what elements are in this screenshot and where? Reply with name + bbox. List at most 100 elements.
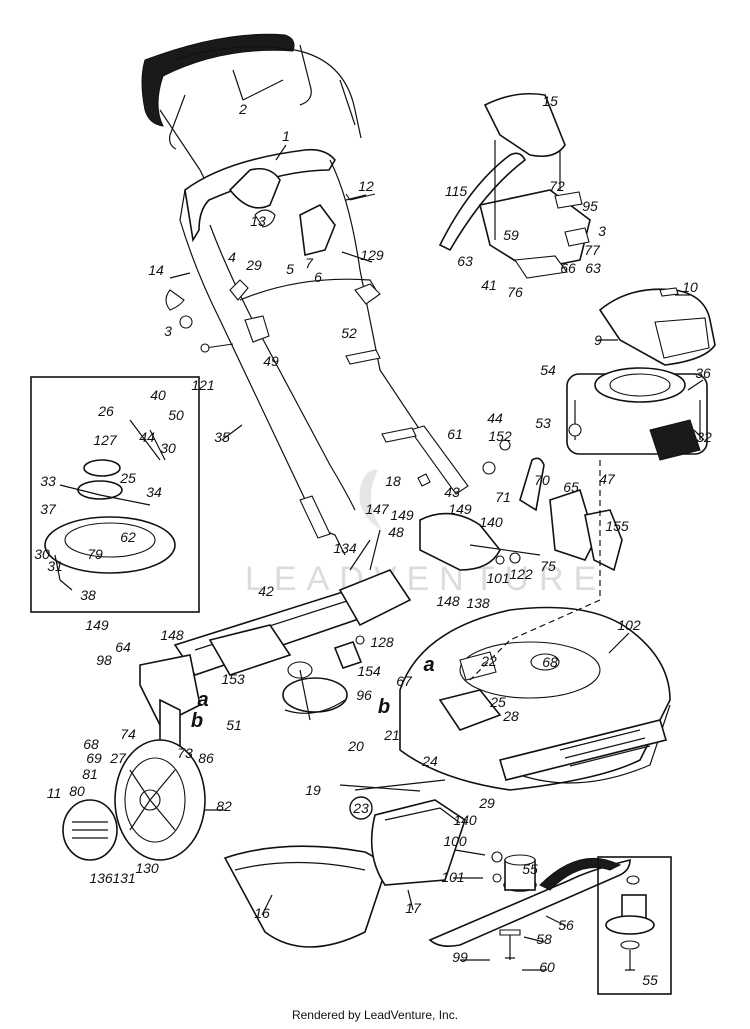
callout-label: 7 [305,255,314,271]
callout-label: 25 [119,470,136,486]
callout-label: 30 [160,440,176,456]
callout-label: 24 [421,753,438,769]
callout-label: 44 [487,410,503,426]
callout-label: 115 [445,183,468,199]
callout-label: 140 [479,514,503,530]
footer-credit: Rendered by LeadVenture, Inc. [291,1008,459,1022]
rear-wheel [62,739,206,861]
callout-label: 20 [347,738,364,754]
callout-label: 31 [47,558,63,574]
callout-label: 79 [87,546,103,562]
callout-label: 74 [120,726,136,742]
callout-label: 14 [148,262,164,278]
callout-label: 155 [605,518,629,534]
callout-label: 130 [135,860,159,876]
callout-label: 6 [314,269,322,285]
callout-label: 29 [478,795,495,811]
callout-label: 72 [549,178,565,194]
callout-label: 35 [214,429,230,445]
callout-label: 127 [93,432,118,448]
callout-label: 140 [453,812,477,828]
callout-label: 1 [282,128,290,144]
callout-label: 136 [89,870,113,886]
callout-label: 62 [120,529,136,545]
callout-label: 40 [150,387,166,403]
callout-label: 50 [168,407,184,423]
callout-label: 149 [85,617,109,633]
letter-label: a [423,654,434,676]
callout-label: 13 [250,213,266,229]
callout-label: 42 [258,583,274,599]
callout-label: 65 [563,479,579,495]
callout-label: 129 [360,247,384,263]
callout-label: 102 [617,617,641,633]
callout-label: 75 [540,558,556,574]
grass-bag [223,845,386,948]
callout-label: 29 [245,257,262,273]
handle-control-parts [165,167,431,487]
callout-label: 56 [558,917,574,933]
callout-label: 134 [333,540,357,556]
callout-label: 100 [443,833,467,849]
callout-label: 4 [228,249,236,265]
callout-label: 33 [40,473,56,489]
callout-label: 54 [540,362,556,378]
callout-label: 121 [191,377,214,393]
callout-label: 138 [466,595,490,611]
engine [566,287,716,461]
callout-label: 34 [146,484,162,500]
callout-label: 59 [503,227,519,243]
callout-label: 38 [80,587,96,603]
callout-label: 44 [139,429,155,445]
callout-label: 18 [385,473,401,489]
mower-deck [399,606,671,791]
callout-label: 63 [585,260,601,276]
callout-label: 2 [238,101,247,117]
callout-label: 71 [495,489,511,505]
callout-label: 16 [254,905,270,921]
callout-label: 67 [396,673,413,689]
callout-label: 99 [452,949,468,965]
callout-label: 149 [390,507,414,523]
callout-label: 49 [263,353,279,369]
callout-label: 152 [488,428,512,444]
callout-label: 77 [584,242,601,258]
callout-label: 28 [502,708,519,724]
height-adjuster [282,661,348,721]
callout-label: 73 [177,745,193,761]
callout-label: 3 [598,223,606,239]
callout-label: 37 [40,501,57,517]
callout-label: 58 [536,931,552,947]
callout-label: 61 [447,426,463,442]
callout-label: 64 [115,639,131,655]
callout-label: 10 [682,279,698,295]
callout-label: 41 [481,277,497,293]
callout-label: 11 [47,785,62,801]
callout-label: 55 [642,972,658,988]
callout-label: 22 [480,653,497,669]
callout-label: 153 [221,671,245,687]
callout-label: 149 [448,501,472,517]
callout-label: 154 [357,663,381,679]
callout-label: 96 [356,687,372,703]
callout-label: 98 [96,652,112,668]
callout-label: 69 [86,750,102,766]
callout-label: 12 [358,178,374,194]
letter-label: a [197,689,208,711]
callout-label: 17 [405,900,422,916]
callout-label: 53 [535,415,551,431]
callout-label: 36 [695,365,711,381]
callout-label: 30 [34,546,50,562]
callout-label: 86 [198,750,214,766]
letter-label: b [191,710,203,732]
leader-lines [169,69,705,971]
callout-label: 68 [83,736,99,752]
callout-label: 52 [341,325,357,341]
drive-linkage [419,439,623,572]
circled-callout: 23 [349,796,373,820]
callout-label: 5 [286,261,294,277]
callout-label: 122 [509,566,533,582]
callout-label: 51 [226,717,242,733]
inset-box-blade-adapter [597,856,672,995]
